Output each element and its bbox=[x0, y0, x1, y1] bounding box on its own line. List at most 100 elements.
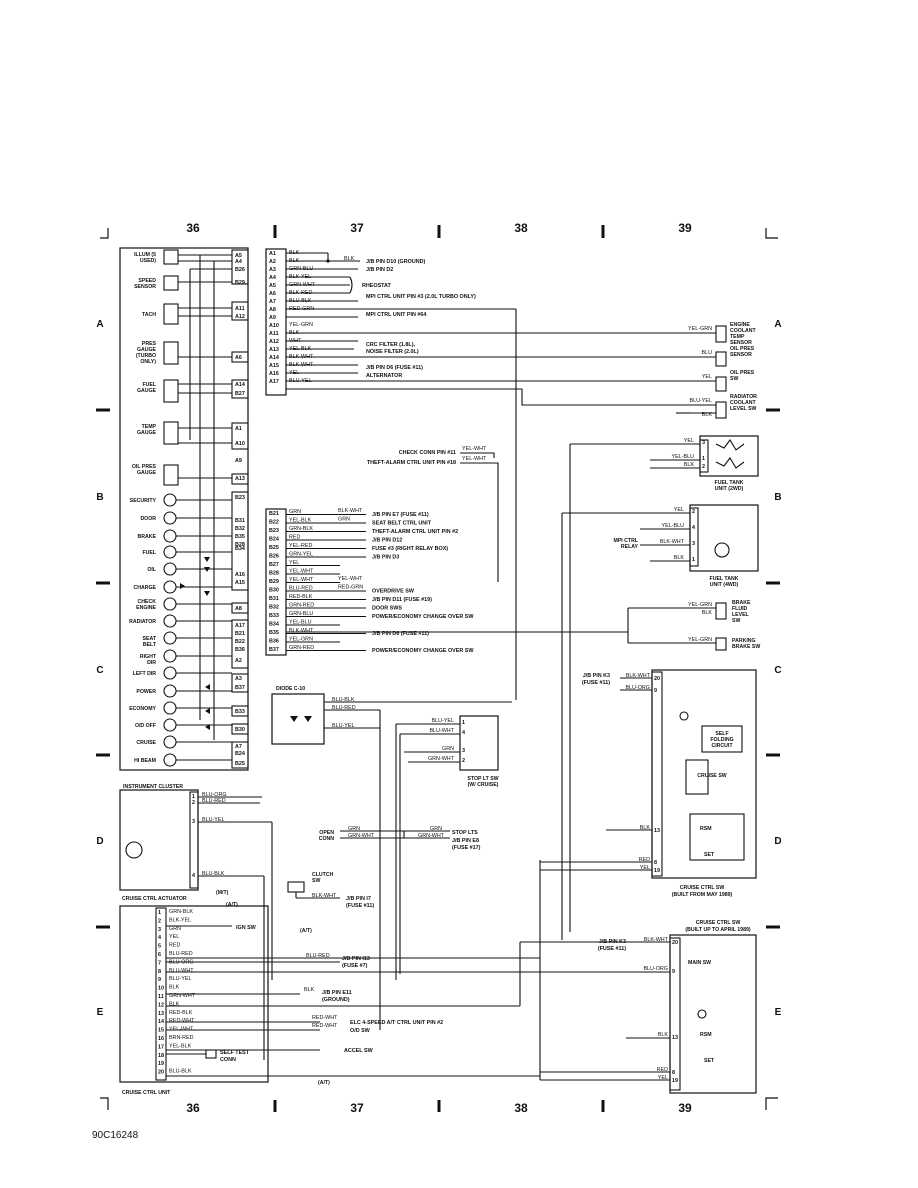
sensor-wire: BLK bbox=[702, 412, 713, 418]
cruise-unit-pin: 11 bbox=[158, 994, 164, 1000]
indicator-lamp-icon bbox=[163, 614, 177, 628]
clutch-wire: BLK-WHT bbox=[312, 893, 337, 899]
open-conn-wire: GRN-WHT bbox=[348, 833, 375, 839]
connector-b-wire: YEL-BLK bbox=[289, 518, 312, 524]
cruise-unit-pin: 3 bbox=[158, 927, 161, 933]
connector-b bbox=[265, 508, 366, 656]
actuator-pin: 2 bbox=[192, 800, 195, 806]
open-conn-wire: GRN bbox=[348, 826, 360, 832]
cruise-unit-destination: (FUSE #7) bbox=[342, 963, 368, 969]
row-label: C bbox=[96, 665, 103, 676]
connector-b-wire: YEL-BLU bbox=[289, 620, 312, 626]
actuator-pin: 3 bbox=[192, 819, 195, 825]
actuator-pin: 4 bbox=[192, 873, 195, 879]
row-label: D bbox=[96, 836, 103, 847]
cluster-pin: A16 bbox=[235, 572, 245, 578]
cruise-sw-pin: 13 bbox=[654, 828, 660, 834]
fuel-wire: BLK-WHT bbox=[660, 539, 685, 545]
connector-b-wire: GRN bbox=[338, 517, 350, 523]
connector-b-pin: B28 bbox=[269, 571, 279, 577]
cruise-sw-part: CIRCUIT bbox=[711, 743, 733, 749]
connector-b-wire: YEL-GRN bbox=[289, 637, 313, 643]
cruise-sw-label: (BUILT UP TO APRIL 1989) bbox=[685, 927, 750, 933]
fuel-wire: YEL-BLU bbox=[662, 523, 685, 529]
connector-b-wire: RED-BLK bbox=[289, 594, 313, 600]
connector-b-wire: RED bbox=[289, 535, 300, 541]
connector-a-wire: BLK-WHT bbox=[289, 354, 314, 360]
open-conn-label: CONN bbox=[319, 836, 335, 842]
connector-b-wire: YEL-WHT bbox=[338, 576, 363, 582]
cruise-switch-new bbox=[540, 669, 757, 879]
cluster-pin: B31 bbox=[235, 518, 245, 524]
connector-b-wire: GRN-RED bbox=[289, 603, 314, 609]
cluster-pin: A7 bbox=[235, 744, 242, 750]
connector-a-pin: A5 bbox=[269, 283, 276, 289]
connector-a-pin: A1 bbox=[269, 251, 276, 257]
gauge-label: (TURBO bbox=[136, 353, 156, 359]
indicator-label: CHARGE bbox=[134, 585, 157, 591]
cruise-sw-wire: YEL bbox=[640, 865, 650, 871]
diode-wire: BLU-YEL bbox=[332, 723, 354, 729]
column-label: 37 bbox=[350, 1101, 364, 1115]
indicator-lamp-icon bbox=[163, 684, 177, 698]
row-label: C bbox=[774, 665, 781, 676]
trunk-wires bbox=[519, 444, 571, 1080]
cluster-pin: B24 bbox=[235, 751, 245, 757]
brake-wire: BLK bbox=[702, 610, 713, 616]
connector-a-pin: A11 bbox=[269, 331, 279, 337]
connector-a-destination: J/B PIN D6 (FUSE #11) bbox=[366, 365, 423, 371]
cruise-unit-wire: YEL-BLK bbox=[169, 1043, 192, 1049]
cruise-unit-pin: 5 bbox=[158, 944, 161, 950]
row-label: D bbox=[774, 836, 781, 847]
indicator-label: SECURITY bbox=[130, 498, 157, 504]
open-conn-wire: GRN-WHT bbox=[418, 833, 445, 839]
indicator-lamp-icon bbox=[163, 562, 177, 576]
cruise-sw-pin: 8 bbox=[672, 1070, 675, 1076]
connector-b-pin: B32 bbox=[269, 605, 279, 611]
connector-b-destination: SEAT BELT CTRL UNIT bbox=[372, 521, 432, 527]
cluster-pin: B29 bbox=[235, 280, 245, 286]
open-conn-destination: J/B PIN E8 bbox=[452, 838, 479, 844]
connector-b-pin: B34 bbox=[269, 622, 279, 628]
actuator-label: CRUISE CTRL ACTUATOR bbox=[122, 896, 187, 902]
fuel-pin: 4 bbox=[692, 525, 695, 531]
connector-a-wire: WHT bbox=[289, 338, 302, 344]
column-label: 38 bbox=[514, 1101, 528, 1115]
cruise-unit-pin: 2 bbox=[158, 918, 161, 924]
fuel-wire: BLK bbox=[674, 555, 685, 561]
indicator-label: POWER bbox=[136, 689, 156, 695]
row-labels-right: A B C D E bbox=[774, 319, 781, 1018]
connector-a-pin: A10 bbox=[269, 323, 279, 329]
connector-a-destination: J/B PIN D2 bbox=[366, 267, 393, 273]
gauge-label: TACH bbox=[142, 312, 156, 318]
cluster-pin: B37 bbox=[235, 685, 245, 691]
indicator-lamp-icon bbox=[163, 649, 177, 663]
connector-b-pin: B29 bbox=[269, 579, 279, 585]
cruise-sw-wire: BLK bbox=[658, 1032, 669, 1038]
connector-b-destination: FUSE #3 (RIGHT RELAY BOX) bbox=[372, 546, 448, 552]
parking-wire: YEL-GRN bbox=[688, 637, 712, 643]
row-label: A bbox=[774, 319, 781, 330]
connector-a bbox=[265, 248, 712, 700]
connector-b-wire: BLK-WHT bbox=[289, 628, 314, 634]
sensor-label: LEVEL SW bbox=[730, 406, 757, 412]
stop-light-pin: 3 bbox=[462, 748, 465, 754]
fuel-pin: 2 bbox=[702, 464, 705, 470]
gauge-label: GAUGE bbox=[137, 388, 157, 394]
indicator-label: RIGHT bbox=[140, 654, 157, 660]
fuel-pin: 3 bbox=[702, 440, 705, 446]
connector-b-wire: GRN bbox=[289, 509, 301, 515]
connector-a-pin: A7 bbox=[269, 299, 276, 305]
indicator-lamp-icon bbox=[163, 718, 177, 732]
connector-b-wire: BLK-WHT bbox=[338, 508, 363, 514]
connector-b-destination: J/B PIN E7 (FUSE #11) bbox=[372, 512, 429, 518]
cluster-pin: B30 bbox=[235, 727, 245, 733]
row-label: E bbox=[775, 1007, 782, 1018]
indicator-label: BELT bbox=[143, 642, 157, 648]
sensor-label: SENSOR bbox=[730, 352, 752, 358]
cruise-sw-pin: 9 bbox=[654, 688, 657, 694]
cruise-unit-pin: 16 bbox=[158, 1036, 164, 1042]
clutch-switch bbox=[287, 881, 340, 899]
cruise-sw-part: MAIN SW bbox=[688, 960, 711, 966]
